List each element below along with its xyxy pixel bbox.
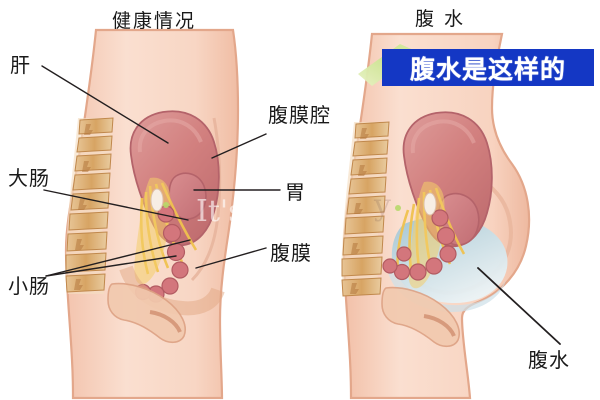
- healthy-torso-group: [64, 28, 240, 400]
- ascites-spine: [341, 121, 390, 297]
- ascites-gallbladder: [423, 192, 437, 216]
- ascites-small-intestine: [382, 209, 457, 281]
- healthy-spine: [65, 117, 114, 294]
- label-small-intestine: 小肠: [8, 274, 50, 298]
- ascites-banner: 腹水是这样的: [382, 49, 594, 86]
- panel-title-healthy: 健康情况: [112, 10, 197, 32]
- leader-line-peritoneal-cavity: [211, 133, 267, 159]
- leader-line-ascites: [477, 267, 561, 345]
- ascites-green-node: [395, 205, 401, 211]
- label-liver: 肝: [10, 53, 31, 77]
- leader-lines: [41, 65, 561, 345]
- healthy-gallbladder: [150, 188, 164, 212]
- label-peritoneum: 腹膜: [270, 241, 312, 265]
- label-stomach: 胃: [285, 180, 306, 204]
- healthy-liver-highlight: [137, 118, 203, 153]
- healthy-bladder: [149, 310, 182, 333]
- healthy-peritoneum-line: [190, 117, 222, 282]
- leader-line-large-intestine: [43, 189, 189, 221]
- ascites-pelvis: [381, 286, 460, 348]
- leader-line-liver: [41, 65, 169, 144]
- label-peritoneal-cavity: 腹膜腔: [268, 103, 331, 127]
- healthy-pelvis: [107, 282, 186, 344]
- leader-line-small-intestine-a: [45, 239, 191, 277]
- label-ascites-fluid: 腹水: [528, 348, 570, 372]
- ascites-banner-text: 腹水是这样的: [409, 54, 566, 84]
- ascites-torso-group: [341, 32, 531, 400]
- leader-line-small-intestine-b: [45, 255, 177, 277]
- leader-line-peritoneum: [195, 247, 267, 269]
- ascites-liver-highlight: [410, 119, 476, 154]
- healthy-green-node: [163, 202, 169, 208]
- label-large-intestine: 大肠: [8, 166, 50, 190]
- ascites-bladder: [423, 314, 456, 337]
- panel-title-ascites: 腹 水: [415, 8, 466, 30]
